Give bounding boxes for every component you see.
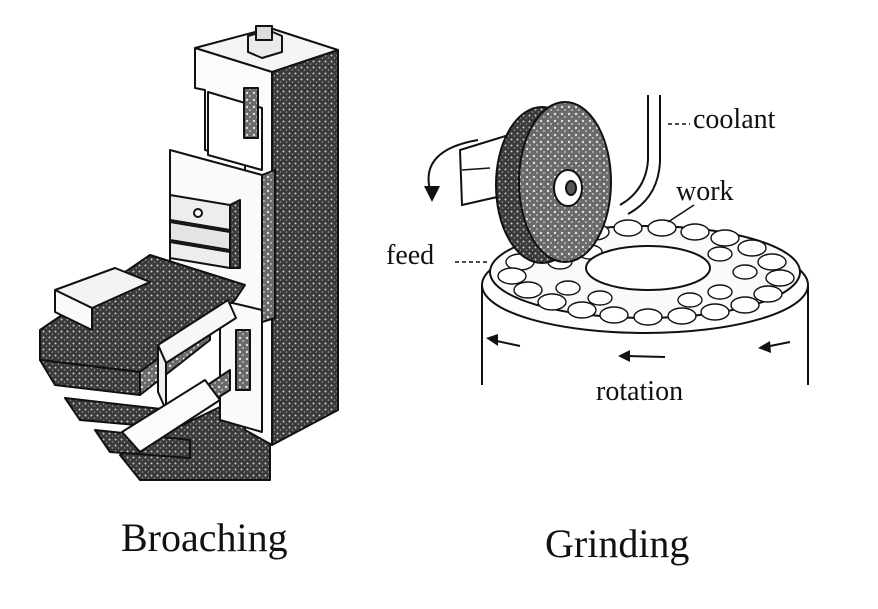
work-label: work	[676, 176, 734, 207]
coolant-label: coolant	[693, 104, 776, 135]
grinding-setup	[424, 95, 809, 385]
broaching-caption: Broaching	[121, 515, 288, 560]
grinding-caption: Grinding	[545, 521, 690, 566]
broaching-machine	[39, 25, 339, 481]
rotation-label: rotation	[596, 376, 684, 407]
feed-label: feed	[386, 240, 435, 271]
rotation-arrows	[486, 334, 791, 362]
broach-tool	[169, 194, 241, 269]
grinding-wheel	[458, 101, 612, 264]
